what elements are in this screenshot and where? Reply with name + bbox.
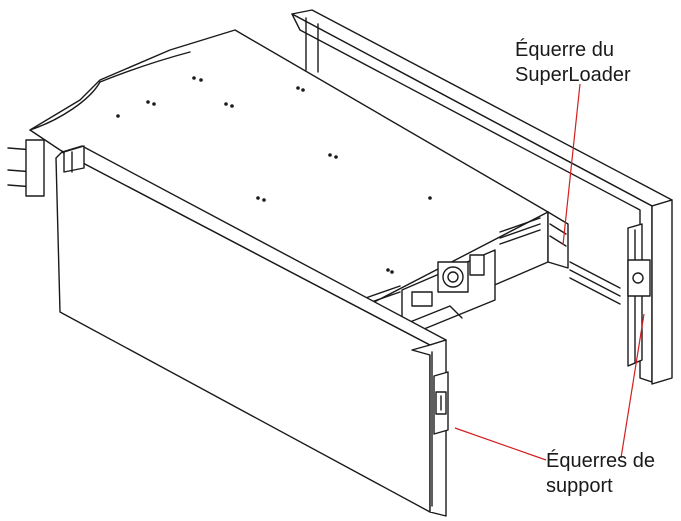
rear-mounting-screws — [7, 139, 45, 197]
callout-support-brackets-line1: Équerres de — [546, 450, 655, 472]
right-support-bracket — [569, 223, 651, 367]
leader-line-support-bracket-right — [620, 313, 645, 459]
callout-superloader-bracket-line2: SuperLoader — [515, 64, 631, 86]
callout-superloader-bracket: Équerre du SuperLoader — [515, 38, 631, 88]
callout-superloader-bracket-line1: Équerre du — [515, 39, 614, 61]
superloader-side-bracket — [547, 211, 569, 269]
leader-line-superloader-bracket — [562, 83, 581, 246]
rear-rack-rail — [291, 9, 673, 385]
callout-support-brackets: Équerres de support — [546, 449, 655, 499]
leader-line-support-bracket-left — [454, 427, 547, 461]
left-support-bracket — [433, 371, 449, 435]
callout-support-brackets-line2: support — [546, 475, 613, 497]
